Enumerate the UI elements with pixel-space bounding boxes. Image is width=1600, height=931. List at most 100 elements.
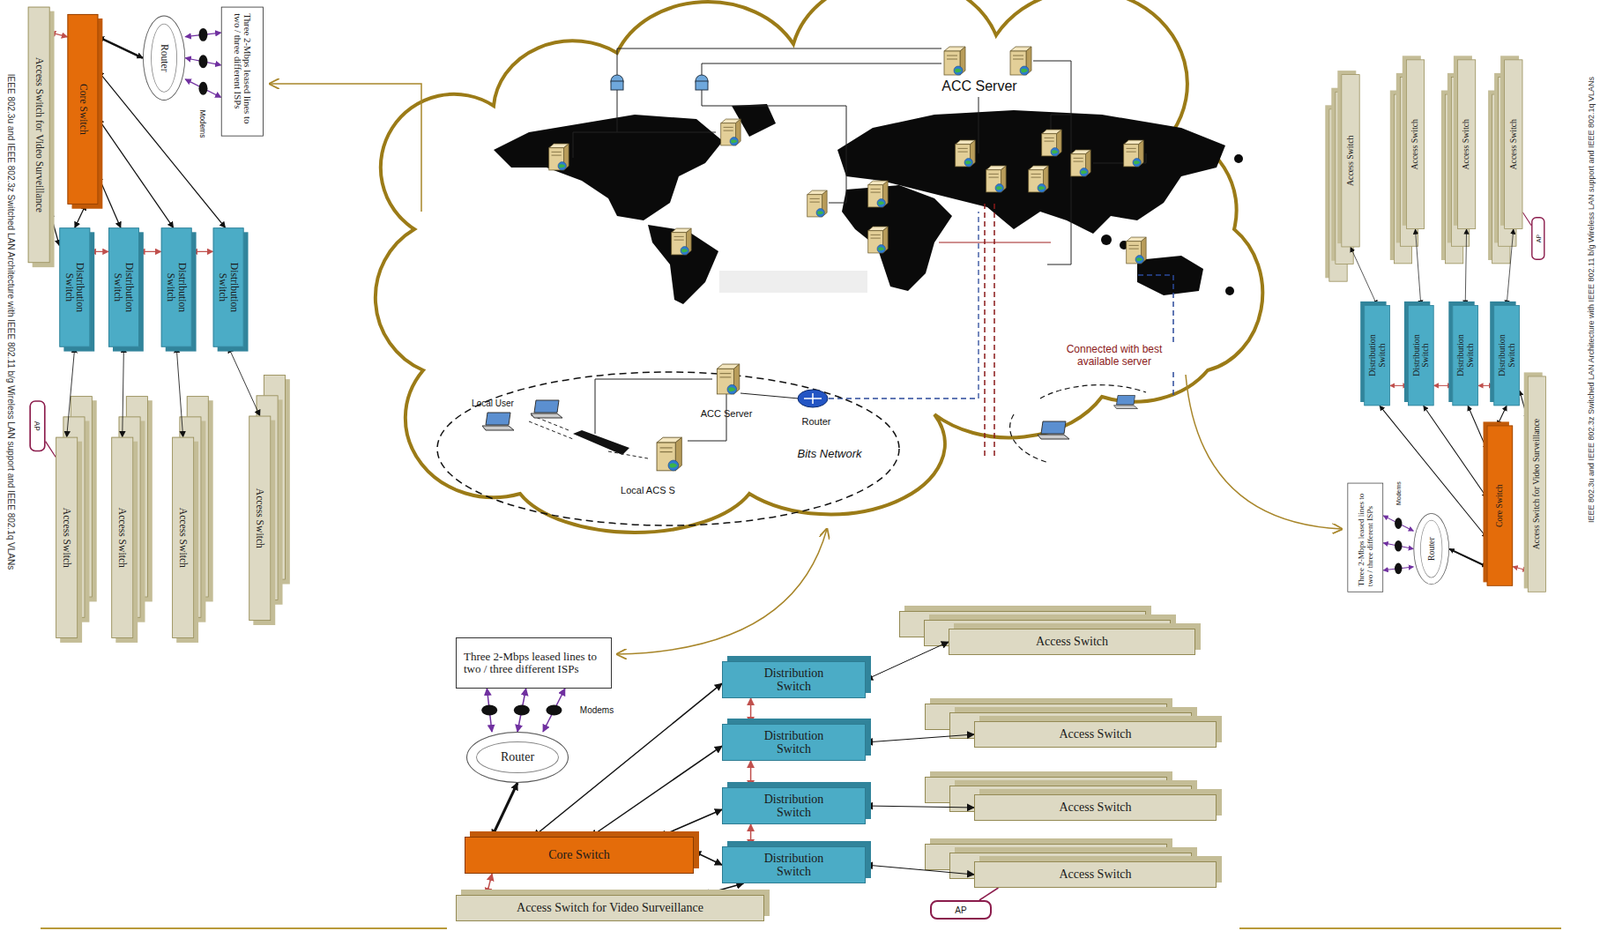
- distribution-switch: Distribution Switch: [213, 227, 245, 347]
- connector: [1383, 515, 1414, 531]
- cloud-links: [40, 83, 1562, 929]
- connector: [185, 79, 222, 98]
- access-switch: Access Switch: [974, 794, 1217, 821]
- connector: [192, 251, 214, 253]
- connector: [74, 204, 87, 229]
- distribution-switch: Distribution Switch: [721, 723, 866, 761]
- node-text: Distribution Switch: [747, 729, 841, 757]
- blank-box: [719, 270, 868, 293]
- node-text: Access Switch: [116, 507, 128, 568]
- core-switch: Core Switch: [464, 836, 694, 874]
- connector: [45, 441, 57, 458]
- node-text: Router: [1426, 536, 1437, 561]
- network-lines: [573, 48, 1147, 265]
- connector: [1390, 385, 1408, 387]
- node-text: Access Switch: [177, 507, 189, 568]
- node-text: Distribution Switch: [1367, 322, 1387, 388]
- connector: [1522, 212, 1532, 226]
- access-switch: Access Switch: [171, 437, 194, 639]
- connector: [97, 37, 143, 59]
- distribution-switch: Distribution Switch: [161, 227, 193, 347]
- world-map: [493, 104, 1243, 305]
- connector: [97, 119, 173, 229]
- connector: [66, 347, 75, 438]
- node-text: Access Switch: [1058, 727, 1132, 741]
- router: Router: [466, 731, 569, 783]
- access-switch: Access Switch: [55, 437, 78, 639]
- access-point: AP: [930, 900, 992, 920]
- distribution-switch: Distribution Switch: [1452, 305, 1479, 406]
- lan-group: Three 2-Mbps leased lines to two / three…: [25, 5, 290, 642]
- node-text: Access Switch: [1410, 119, 1421, 170]
- distribution-switch: Distribution Switch: [1493, 305, 1519, 406]
- lan-group: Three 2-Mbps leased lines to two / three…: [453, 606, 1221, 924]
- connector: [1512, 566, 1528, 571]
- node-text: Three 2-Mbps leased lines to two / three…: [1356, 488, 1375, 587]
- distribution-switch: Distribution Switch: [721, 661, 866, 699]
- connector: [750, 698, 752, 724]
- node-text: Access Switch: [60, 507, 73, 568]
- node-text: Access Switch: [1461, 119, 1472, 170]
- node-text: AP: [1534, 234, 1542, 243]
- access-switch: Access Switch: [111, 437, 134, 639]
- connector: [1478, 385, 1495, 387]
- modem: [545, 705, 562, 716]
- label: Local ACS S: [620, 484, 676, 497]
- connector: [865, 641, 949, 680]
- label: Connected with best available server: [1045, 342, 1184, 370]
- connector: [97, 175, 121, 228]
- router: Router: [142, 15, 186, 101]
- node-text: Core Switch: [1495, 483, 1505, 528]
- access-switch: Access Switch: [1457, 59, 1476, 231]
- connector: [865, 805, 975, 808]
- connector: [486, 873, 492, 895]
- label: ACC Server: [941, 78, 1017, 95]
- leased-line-box: Three 2-Mbps leased lines to two / three…: [221, 7, 264, 137]
- node-text: AP: [33, 421, 42, 432]
- video-access-switch: Access Switch for Video Surveillance: [455, 894, 765, 922]
- access-switch: Access Switch: [974, 861, 1217, 888]
- leased-line-box: Three 2-Mbps leased lines to two / three…: [1347, 483, 1385, 593]
- connector: [1467, 405, 1488, 450]
- connector: [543, 688, 566, 732]
- connector: [89, 251, 109, 253]
- node-text: Access Switch: [1058, 800, 1132, 814]
- connector: [176, 347, 183, 438]
- core-switch: Core Switch: [67, 14, 99, 205]
- access-point: AP: [29, 400, 45, 452]
- access-point: AP: [1531, 216, 1545, 261]
- node-text: Distribution Switch: [63, 248, 87, 326]
- connector: [659, 809, 722, 837]
- label: Modems: [198, 110, 208, 139]
- node-text: Access Switch: [253, 488, 266, 549]
- core-switch: Core Switch: [1487, 425, 1513, 587]
- cloud: [375, 0, 1263, 533]
- connector: [590, 745, 722, 837]
- connector: [50, 32, 68, 38]
- node-text: Distribution Switch: [164, 248, 188, 326]
- node-text: Core Switch: [77, 83, 90, 135]
- router: Router: [1413, 513, 1450, 585]
- node-text: Distribution Switch: [112, 248, 136, 326]
- node-text: Distribution Switch: [747, 792, 841, 820]
- connector: [979, 887, 999, 901]
- video-access-switch: Access Switch for Video Surveillance: [1527, 376, 1547, 593]
- modem: [1394, 517, 1402, 529]
- connector: [1496, 405, 1507, 425]
- connector: [1519, 390, 1528, 420]
- node-text: Access Switch for Video Surveillance: [33, 57, 45, 213]
- node-text: Three 2-Mbps leased lines to two / three…: [231, 13, 254, 130]
- distribution-switch: Distribution Switch: [721, 846, 866, 884]
- modem: [481, 705, 498, 716]
- links: [828, 203, 1174, 459]
- distribution-switch: Distribution Switch: [108, 227, 140, 347]
- access-switch: Access Switch: [974, 721, 1217, 748]
- connector: [50, 211, 60, 246]
- connector: [122, 347, 125, 438]
- connector: [491, 782, 518, 837]
- connector: [1350, 246, 1377, 306]
- node-text: Access Switch: [1035, 634, 1109, 648]
- distribution-switch: Distribution Switch: [1363, 305, 1390, 406]
- connector: [865, 864, 975, 875]
- label: Modems: [1395, 481, 1403, 506]
